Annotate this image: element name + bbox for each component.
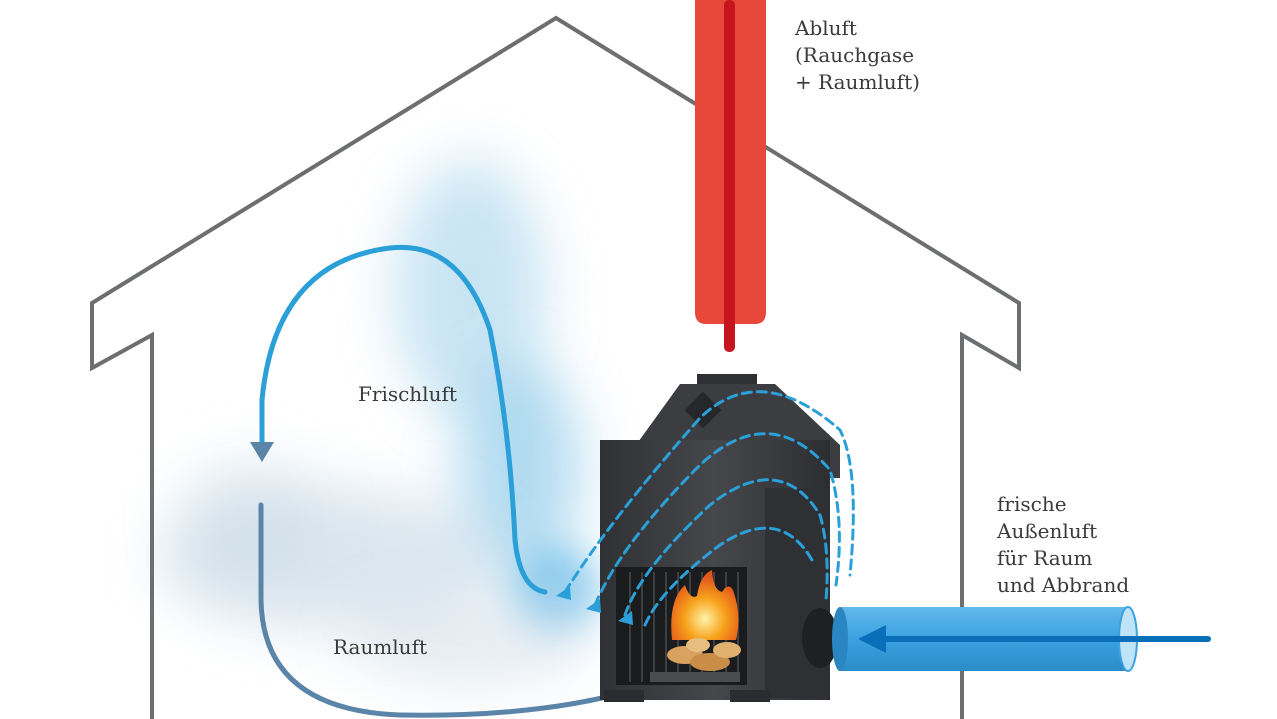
outside-air-label: frische Außenluft für Raum und Abbrand — [997, 491, 1129, 599]
exhaust-air-label-line: + Raumluft) — [795, 70, 920, 94]
fire-icon — [667, 570, 741, 671]
convection-arrows — [563, 390, 855, 627]
outside-air-label-line: für Raum — [997, 546, 1093, 570]
fresh-air-arrow — [259, 244, 548, 595]
convection-arrowheads — [556, 586, 633, 625]
fresh-air-arrowhead — [250, 442, 274, 462]
outside-air-label-line: und Abbrand — [997, 573, 1130, 597]
room-air-label: Raumluft — [333, 635, 428, 659]
exhaust-air-label-line: Abluft — [795, 16, 857, 40]
room-air-arrow — [258, 502, 668, 718]
outside-air-label-line: frische — [997, 492, 1067, 516]
house-outline — [90, 15, 1021, 719]
exhaust-air-label-line: (Rauchgase — [795, 43, 915, 67]
fresh-air-label: Frischluft — [358, 382, 457, 406]
inlet-arrow — [858, 625, 1211, 653]
chimney-pipe — [695, 0, 766, 352]
outside-air-label-line: Außenluft — [997, 519, 1098, 543]
room-air-cloud — [160, 460, 590, 685]
exhaust-air-label: Abluft (Rauchgase + Raumluft) — [795, 15, 920, 96]
